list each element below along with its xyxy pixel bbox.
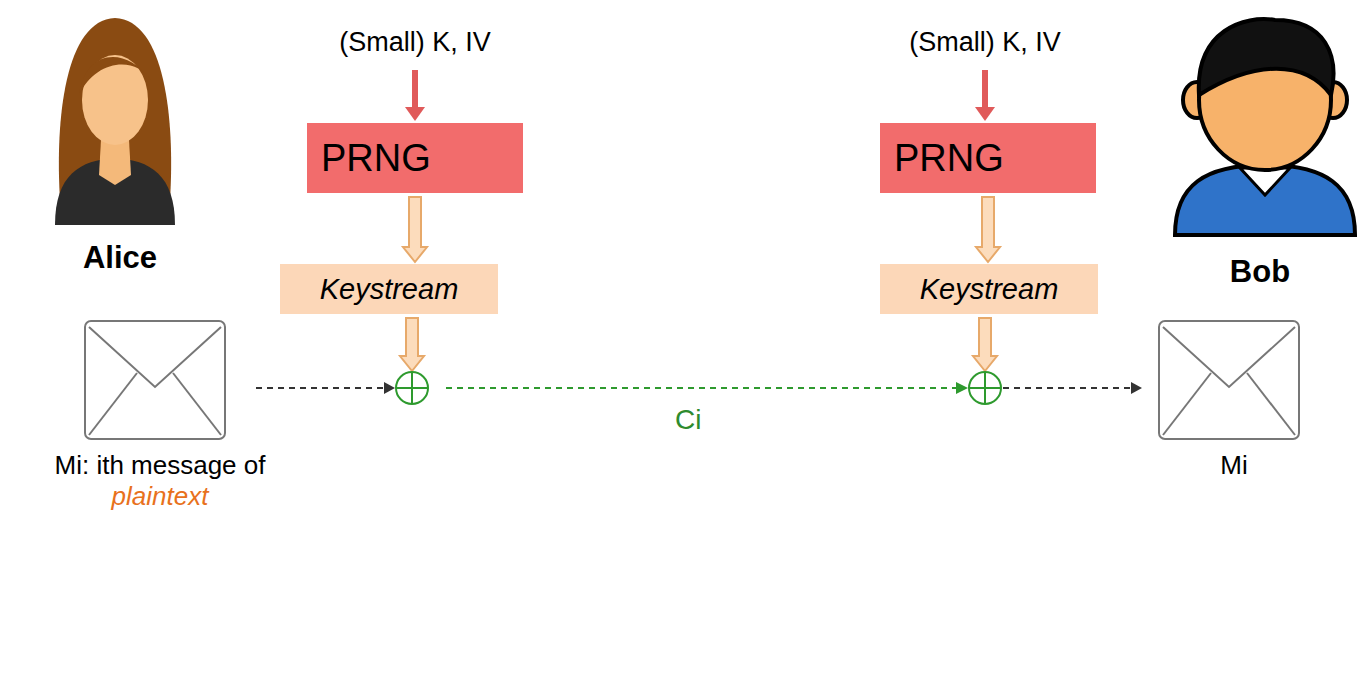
- key-label: (Small) K, IV: [870, 18, 1100, 66]
- box-label: (Small) K, IV: [339, 27, 491, 58]
- message-label: Mi: [1129, 450, 1339, 481]
- box-label: Keystream: [320, 273, 459, 306]
- message-text: Mi: [1129, 450, 1339, 481]
- plaintext-message: Mi: ith message ofplaintext: [35, 318, 285, 533]
- arrow-head: [1131, 382, 1142, 394]
- person-icon: Alice: [45, 0, 195, 276]
- arrow-head: [956, 382, 968, 394]
- bob-icon: [1152, 0, 1358, 240]
- alice-icon: [45, 0, 185, 230]
- person-name: Bob: [1152, 254, 1368, 290]
- person-icon: Bob: [1152, 0, 1368, 290]
- keystream-box: Keystream: [880, 264, 1098, 314]
- keystream-box: Keystream: [280, 264, 498, 314]
- box-label: PRNG: [894, 137, 1004, 180]
- envelope-icon: [1129, 318, 1329, 444]
- message-text: Mi: ith message ofplaintext: [35, 450, 285, 512]
- xor-symbol: [396, 372, 428, 404]
- xor-symbol: [969, 372, 1001, 404]
- person-name: Alice: [45, 240, 195, 276]
- message-label: plaintext: [35, 481, 285, 512]
- plaintext-flow: [1003, 387, 1132, 389]
- prng-box: PRNG: [307, 123, 523, 193]
- flow-arrow: [975, 70, 995, 121]
- box-label: (Small) K, IV: [909, 27, 1061, 58]
- flow-arrow: [976, 197, 1000, 262]
- box-label: Keystream: [920, 273, 1059, 306]
- plaintext-flow: [256, 387, 386, 389]
- arrow-head: [384, 382, 395, 394]
- flow-arrow: [405, 70, 425, 121]
- envelope-icon: [35, 318, 275, 444]
- key-label: (Small) K, IV: [300, 18, 530, 66]
- prng-box: PRNG: [880, 123, 1096, 193]
- ciphertext-flow: [446, 387, 958, 389]
- keystream-arrow: [400, 318, 424, 371]
- flow-arrow: [403, 197, 427, 262]
- keystream-arrow: [973, 318, 997, 371]
- message-label: Mi: ith message of: [35, 450, 285, 481]
- ciphertext-label: Ci: [671, 404, 705, 436]
- plaintext-message: Mi: [1129, 318, 1339, 498]
- box-label: PRNG: [321, 137, 431, 180]
